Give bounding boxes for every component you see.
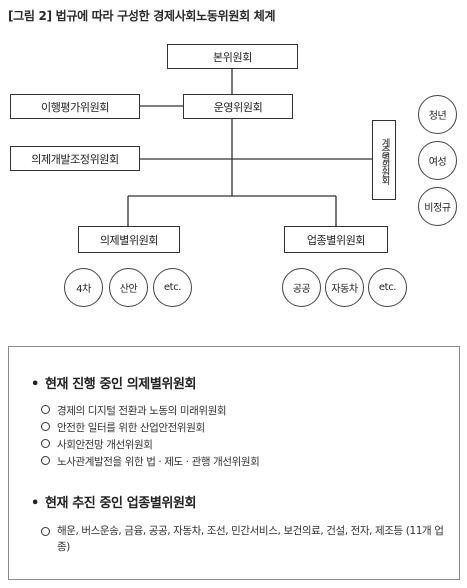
- figure-caption: [그림 2] 법규에 따라 구성한 경제사회노동위원회 체계: [8, 9, 276, 23]
- steering-committee-box: 운영위원회: [183, 94, 293, 119]
- coordination-committee-box: 의제개발조정위원회: [10, 146, 140, 171]
- circle-bullet-icon: [41, 422, 50, 431]
- evaluation-committee-box: 이행평가위원회: [10, 94, 140, 119]
- agenda-circle-etc: etc.: [153, 268, 192, 307]
- section-bullet: •: [31, 496, 39, 511]
- section-agenda-title: •현재 진행 중인 의제별위원회: [31, 377, 197, 392]
- section-industry-title: •현재 추진 중인 업종별위원회: [31, 496, 197, 511]
- industry-list-item: 해운, 버스운송, 금융, 공공, 자동차, 조선, 민간서비스, 보건의료, …: [41, 523, 456, 555]
- agenda-list-item: 노사관계발전을 위한 법 · 제도 · 관행 개선위원회: [41, 454, 260, 469]
- industry-circle-etc: etc.: [368, 268, 407, 307]
- circle-bullet-icon: [41, 439, 50, 448]
- agenda-circle-4th: 4차: [64, 268, 103, 307]
- industry-circle-auto: 자동차: [325, 268, 364, 307]
- tier-circle-youth: 청년: [418, 95, 457, 134]
- agenda-circle-safety: 산안: [109, 268, 148, 307]
- agenda-list-item: 경제의 디지털 전환과 노동의 미래위원회: [41, 403, 227, 418]
- circle-bullet-icon: [41, 456, 50, 465]
- tier-circle-nonregular: 비정규: [418, 187, 457, 226]
- industry-committee-box: 업종별위원회: [284, 226, 388, 253]
- section-bullet: •: [31, 377, 39, 392]
- tier-committee-box: 계층별위원회: [372, 120, 396, 200]
- circle-bullet-icon: [41, 405, 50, 414]
- agenda-committee-box: 의제별위원회: [78, 226, 180, 253]
- agenda-list-item: 안전한 일터를 위한 산업안전위원회: [41, 420, 205, 435]
- agenda-list-item: 사회안전망 개선위원회: [41, 437, 153, 452]
- circle-bullet-icon: [41, 527, 50, 536]
- org-chart-connectors: [127, 68, 372, 226]
- tier-committee-label: 계층별위원회: [379, 137, 390, 183]
- plenary-committee-box: 본위원회: [167, 44, 298, 69]
- industry-circle-public: 공공: [282, 268, 321, 307]
- tier-circle-women: 여성: [418, 141, 457, 180]
- summary-panel: •현재 진행 중인 의제별위원회 경제의 디지털 전환과 노동의 미래위원회 안…: [8, 346, 460, 580]
